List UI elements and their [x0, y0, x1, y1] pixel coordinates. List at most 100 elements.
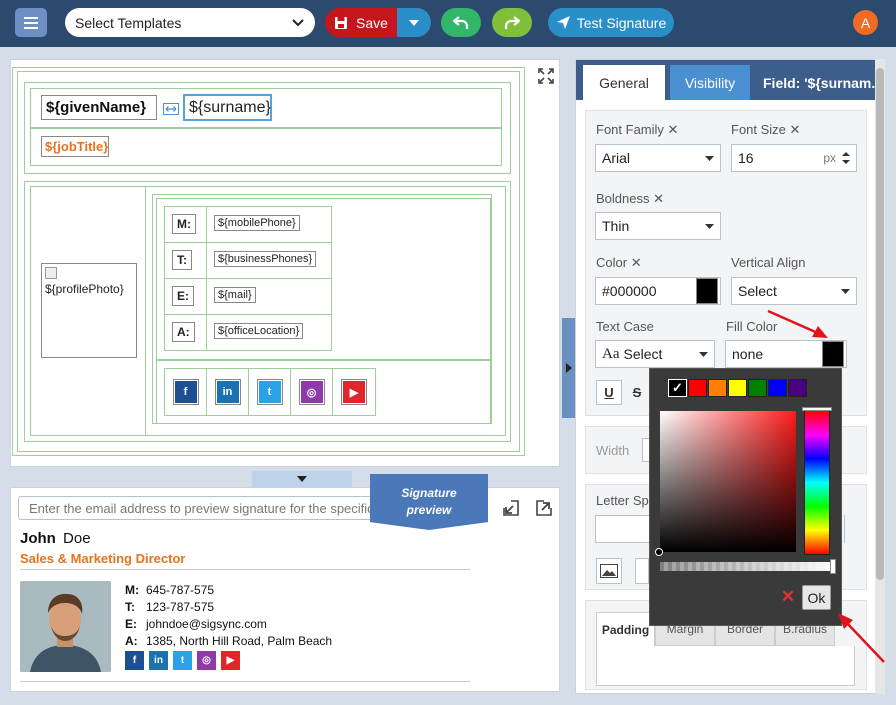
save-button[interactable]: Save: [325, 8, 397, 37]
office-location-token[interactable]: ${officeLocation}: [214, 322, 304, 339]
given-name-field[interactable]: ${givenName}: [41, 95, 157, 120]
preview-contact-row: T:123-787-575: [125, 600, 215, 614]
fill-color-swatch[interactable]: [822, 341, 844, 367]
panel-scroll-thumb[interactable]: [876, 68, 884, 580]
toggle-panel-tab[interactable]: [562, 318, 576, 418]
vertical-align-select[interactable]: Select: [731, 277, 857, 305]
tab-padding[interactable]: Padding: [596, 612, 655, 646]
hue-handle[interactable]: [802, 407, 832, 411]
template-select[interactable]: Select Templates: [65, 8, 315, 37]
color-swatch[interactable]: [696, 278, 718, 304]
contact-label-business[interactable]: T:: [172, 250, 192, 270]
annotation-arrow-ok: [838, 613, 885, 663]
twitter-icon[interactable]: t: [173, 651, 192, 670]
hue-slider[interactable]: [804, 410, 830, 555]
chevron-down-icon: [292, 18, 304, 26]
alpha-slider[interactable]: [660, 562, 836, 571]
row-divider: [164, 278, 332, 279]
undo-button[interactable]: [441, 8, 481, 37]
minimize-preview-icon[interactable]: [500, 497, 522, 519]
alpha-handle[interactable]: [830, 559, 836, 574]
color-swatch-option[interactable]: [708, 379, 727, 397]
job-title-row[interactable]: [30, 128, 502, 166]
popout-preview-icon[interactable]: [533, 497, 555, 519]
ok-button[interactable]: Ok: [802, 585, 831, 610]
layout-option-button[interactable]: [635, 558, 649, 584]
cancel-color-icon[interactable]: ✕: [780, 587, 796, 606]
business-phones-token[interactable]: ${businessPhones}: [214, 250, 317, 267]
profile-photo-placeholder[interactable]: ${profilePhoto}: [41, 263, 137, 358]
instagram-icon[interactable]: ◎: [197, 651, 216, 670]
text-case-select[interactable]: Aa Select: [595, 340, 715, 368]
underline-icon[interactable]: U: [596, 380, 622, 405]
caret-down-icon: [705, 223, 714, 229]
fullscreen-expand-icon[interactable]: [536, 66, 556, 86]
social-cell[interactable]: ▶: [333, 369, 375, 415]
strikethrough-icon[interactable]: S: [632, 385, 642, 400]
tab-visibility[interactable]: Visibility: [670, 65, 750, 100]
color-swatch-option[interactable]: [728, 379, 747, 397]
color-swatch-option[interactable]: ✓: [668, 379, 687, 397]
row-divider: [164, 314, 332, 315]
preview-name: John Doe: [20, 530, 91, 547]
surname-field[interactable]: ${surname}: [183, 94, 272, 121]
font-family-select[interactable]: Arial: [595, 144, 721, 172]
letter-spacing-label: Letter Sp: [596, 493, 649, 508]
image-icon[interactable]: [596, 558, 622, 584]
caret-down-icon: [297, 476, 307, 482]
clear-boldness-icon[interactable]: ✕: [653, 191, 665, 206]
color-label: Color ✕: [596, 255, 642, 270]
saturation-handle[interactable]: [655, 548, 663, 556]
text-case-label: Text Case: [596, 319, 654, 334]
contact-label-mail[interactable]: E:: [172, 286, 194, 306]
preview-contact-row: M:645-787-575: [125, 583, 215, 597]
preview-job-title: Sales & Marketing Director: [20, 551, 186, 566]
redo-button[interactable]: [492, 8, 532, 37]
redo-icon: [504, 15, 520, 29]
color-swatch-option[interactable]: [748, 379, 767, 397]
test-signature-button[interactable]: Test Signature: [548, 8, 674, 37]
tab-field[interactable]: Field: '${surnam...: [763, 74, 875, 91]
color-input[interactable]: #000000: [595, 277, 721, 305]
youtube-icon[interactable]: ▶: [221, 651, 240, 670]
contact-label-office[interactable]: A:: [172, 322, 195, 342]
fill-color-input[interactable]: none: [725, 340, 847, 368]
hamburger-menu-icon[interactable]: [15, 8, 47, 37]
font-size-label: Font Size ✕: [731, 122, 801, 137]
save-options-button[interactable]: [397, 8, 431, 37]
clear-font-family-icon[interactable]: ✕: [667, 122, 679, 137]
facebook-icon[interactable]: f: [125, 651, 144, 670]
photo-cell[interactable]: [30, 186, 146, 436]
vertical-align-label: Vertical Align: [731, 255, 806, 270]
name-row[interactable]: [30, 88, 502, 128]
color-swatch-option[interactable]: [768, 379, 787, 397]
social-cell[interactable]: ◎: [291, 369, 333, 415]
clear-font-size-icon[interactable]: ✕: [789, 122, 801, 137]
box-model-content: [596, 646, 855, 686]
contact-label-mobile[interactable]: M:: [172, 214, 196, 234]
color-picker-swatches: ✓: [668, 379, 807, 397]
saturation-field[interactable]: [660, 411, 796, 552]
boldness-select[interactable]: Thin: [595, 212, 721, 240]
job-title-field[interactable]: ${jobTitle}: [41, 136, 109, 157]
name-section: [24, 82, 511, 174]
linkedin-icon[interactable]: in: [149, 651, 168, 670]
social-cell[interactable]: t: [249, 369, 291, 415]
font-family-label: Font Family ✕: [596, 122, 679, 137]
spacer-width-icon[interactable]: [162, 101, 180, 117]
mail-token[interactable]: ${mail}: [214, 286, 256, 303]
letter-spacing-input[interactable]: [595, 515, 651, 543]
user-avatar[interactable]: A: [853, 10, 878, 35]
tab-general[interactable]: General: [583, 65, 665, 100]
stepper-arrows-icon[interactable]: [842, 151, 850, 165]
collapse-editor-tab[interactable]: [252, 471, 352, 487]
social-cell[interactable]: in: [207, 369, 249, 415]
color-swatch-option[interactable]: [788, 379, 807, 397]
mobile-phone-token[interactable]: ${mobilePhone}: [214, 214, 300, 231]
color-swatch-option[interactable]: [688, 379, 707, 397]
social-cell[interactable]: f: [165, 369, 207, 415]
clear-color-icon[interactable]: ✕: [630, 255, 642, 270]
font-size-input[interactable]: 16 px: [731, 144, 857, 172]
